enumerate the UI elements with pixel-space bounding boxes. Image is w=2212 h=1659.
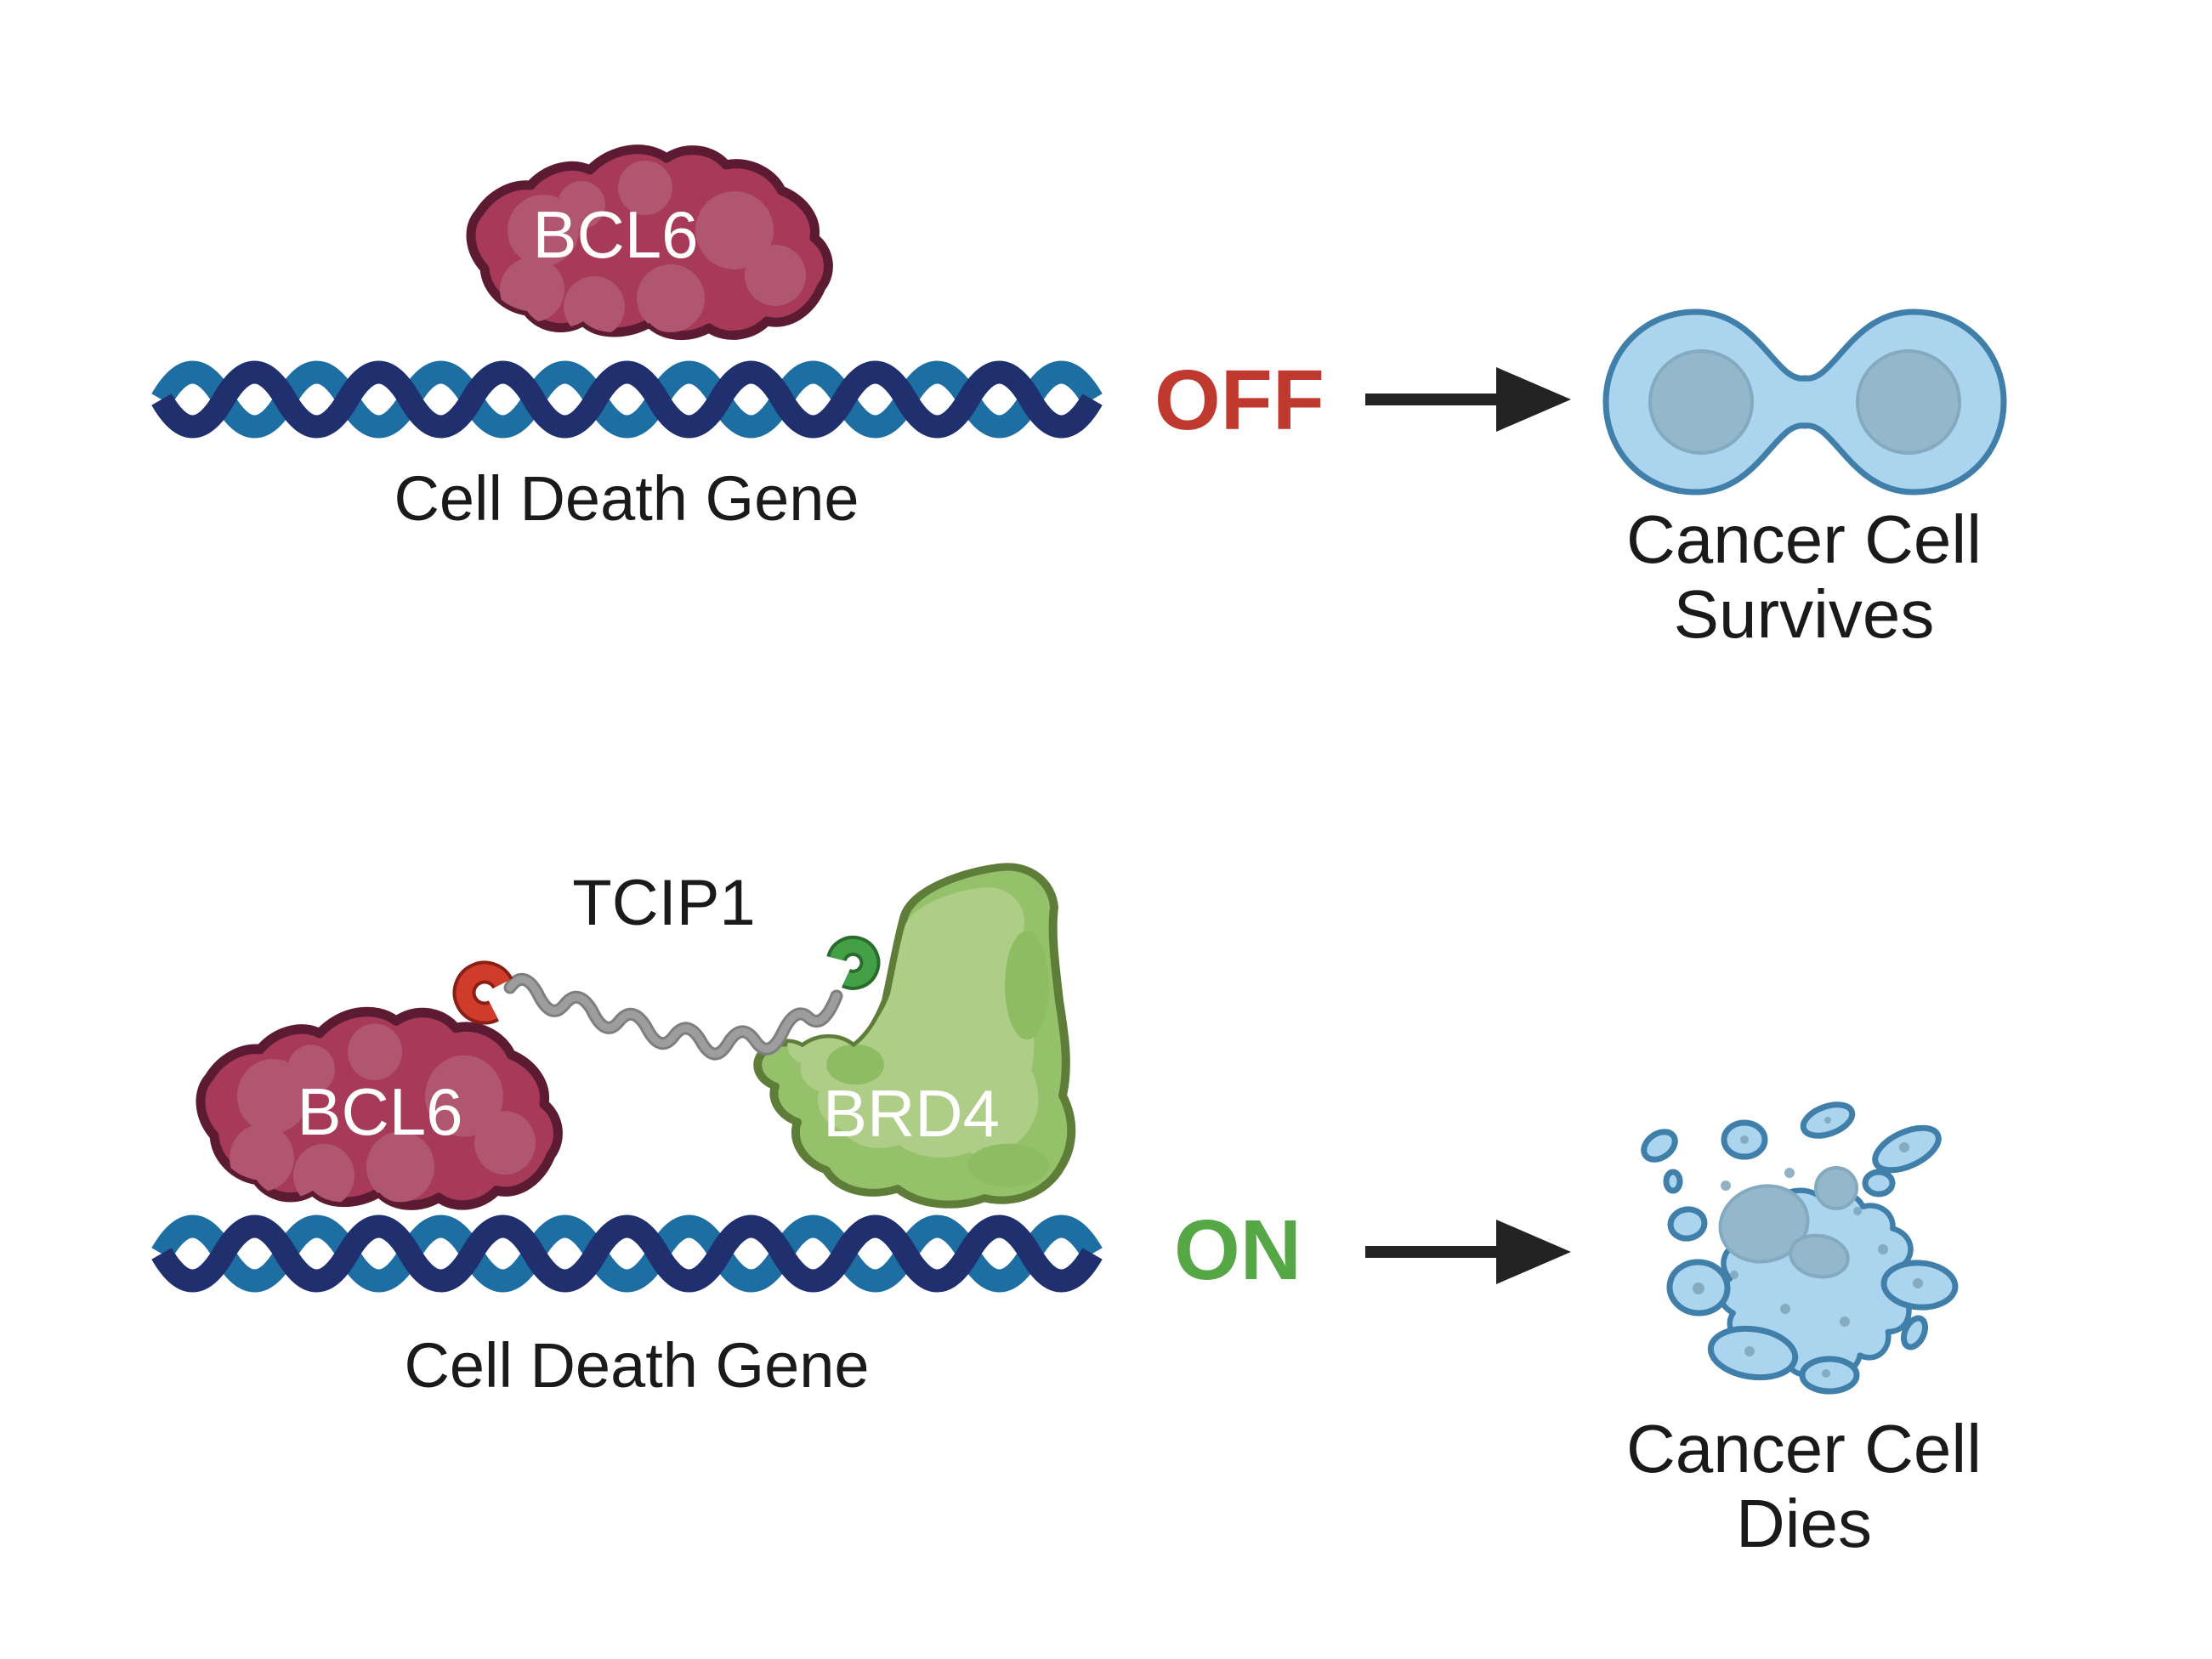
dna-helix-bottom bbox=[162, 1226, 1092, 1281]
cell-speckles bbox=[1693, 1117, 1923, 1378]
outcome-survives-line1: Cancer Cell bbox=[1626, 501, 1982, 577]
bcl6-texture bbox=[230, 1023, 536, 1206]
dividing-cell-illustration bbox=[1602, 309, 2007, 495]
bcl6-label-top: BCL6 bbox=[532, 197, 698, 272]
bcl6-label-bottom: BCL6 bbox=[297, 1074, 462, 1149]
brd4-protein-blob bbox=[757, 867, 1071, 1204]
state-off-label: OFF bbox=[1154, 353, 1324, 448]
brd4-texture bbox=[787, 887, 1049, 1187]
outcome-survives-line2: Survives bbox=[1674, 576, 1935, 652]
gene-label-top: Cell Death Gene bbox=[394, 463, 859, 534]
state-on-label: ON bbox=[1174, 1203, 1302, 1298]
dna-helix-top bbox=[162, 372, 1092, 427]
brd4-binder-hook-icon bbox=[826, 935, 881, 990]
tcip1-label: TCIP1 bbox=[572, 867, 755, 939]
brd4-label: BRD4 bbox=[823, 1076, 1000, 1151]
nucleus-left bbox=[1648, 349, 1754, 455]
outcome-dies-line1: Cancer Cell bbox=[1626, 1411, 1982, 1486]
arrow-icon-bottom bbox=[1365, 1220, 1571, 1284]
gene-label-bottom: Cell Death Gene bbox=[404, 1330, 869, 1401]
bcl6-protein-blob-top bbox=[471, 150, 828, 337]
bcl6-protein-blob-bottom bbox=[201, 1011, 558, 1207]
bcl6-texture bbox=[500, 161, 806, 336]
outcome-dies-line2: Dies bbox=[1736, 1486, 1872, 1561]
nucleus-right bbox=[1856, 349, 1961, 455]
dying-cell-illustration bbox=[1641, 1101, 1959, 1395]
arrow-icon-top bbox=[1365, 367, 1571, 432]
bcl6-binder-hook-icon bbox=[452, 960, 513, 1025]
tcip1-molecule bbox=[452, 935, 881, 1054]
nucleus-fragments bbox=[1718, 1166, 1858, 1279]
